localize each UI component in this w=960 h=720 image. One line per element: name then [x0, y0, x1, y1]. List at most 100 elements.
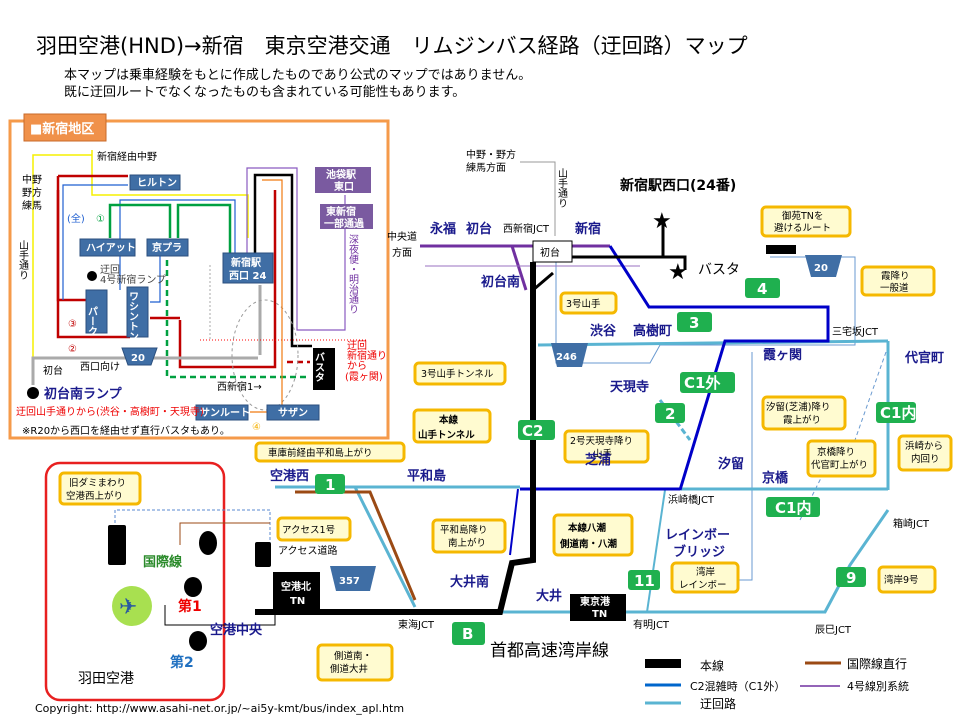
legend-main-swatch — [645, 659, 681, 668]
map-no2-1-label: 山手 — [593, 448, 613, 460]
basuta-star-icon: ★ — [668, 260, 688, 285]
map-chuo-1-label: 方面 — [392, 246, 412, 259]
map-shinjuku-label: 新宿 — [575, 221, 601, 237]
map-nakano-dir-1-label: 練馬方面 — [466, 161, 506, 174]
map-kasumigaseki-label: 霞ヶ関 — [763, 348, 802, 363]
map-main-tunnel-1-label: 山手トンネル — [418, 429, 475, 441]
shinjuku-west-exit-stop[interactable]: 新宿駅西口 24 — [222, 252, 274, 284]
route-lines — [255, 161, 890, 705]
inset-detour-shinjuku-2-label: から — [347, 360, 367, 372]
sunroute-stop[interactable]: サンルート — [195, 404, 250, 421]
map-wangan-rainbow-0-label: 湾岸 — [696, 566, 716, 578]
inset-nakano-2-label: 練馬 — [22, 199, 42, 212]
inset-southern-label: サザン — [278, 407, 308, 419]
inset-nishishinjuku1-label: 西新宿1→ — [217, 380, 262, 393]
map-access1-label: アクセス1号 — [282, 525, 335, 536]
map-wangan9-label: 湾岸9号 — [884, 574, 919, 586]
inset-sunroute-label: サンルート — [200, 407, 250, 419]
map-tengenji-label: 天現寺 — [610, 379, 649, 395]
inset-detour-shinjuku-0-label: 迂回 — [347, 340, 367, 352]
page-title: 羽田空港(HND)→新宿 東京空港交通 リムジンバス経路（迂回路）マップ — [36, 34, 748, 58]
map-r20-label: 20 — [814, 263, 828, 274]
inset-basuta-label: バスタ — [313, 352, 325, 382]
map-kyobashi-cb-0-label: 京橋降り — [817, 446, 855, 458]
map-rainbow-0-label: レインボー — [665, 527, 730, 543]
inset-keipla-label: 京プラ — [152, 241, 182, 254]
inset-detour-ramp-1-label: 4号新宿ランプ — [100, 273, 166, 286]
map-kasumi-down-1-label: 一般道 — [880, 282, 909, 294]
map-hamazakibashi-label: 浜崎橋JCT — [668, 493, 715, 506]
inset-hilton-label: ヒルトン — [137, 177, 177, 189]
map-kuko-nishi-label: 空港西 — [270, 468, 309, 484]
map-access-road-label: アクセス道路 — [278, 544, 338, 557]
hyatt-stop[interactable]: ハイアット — [79, 238, 136, 257]
inset-n1-label: ① — [96, 214, 105, 225]
map-ariake-label: 有明JCT — [633, 618, 670, 631]
inset-washington-label: ワシントン — [127, 291, 139, 341]
inset-detour-ramp-0-label: 迂回 — [100, 264, 120, 276]
haneda-airport-area: ✈ — [44, 461, 276, 702]
route-20-shield: 20 — [121, 347, 158, 366]
map-kuko-kita-0-label: 空港北 — [281, 580, 311, 593]
map-eifuku-label: 永福 — [429, 221, 456, 237]
inset-detour-shinjuku-1-label: 新宿通り — [347, 349, 387, 362]
tunnel-marker — [766, 245, 796, 254]
map-sokudo-1-label: 側道大井 — [330, 663, 368, 675]
inset-ikebukuro-0-label: 池袋駅 — [326, 168, 357, 181]
hatsudai-box: 初台 — [532, 240, 573, 263]
southern-stop[interactable]: サザン — [266, 404, 320, 421]
map-haneda-label: 羽田空港 — [78, 671, 134, 687]
inset-zen-label: (全) — [67, 212, 85, 225]
map-kuko-kita-1-label: TN — [290, 596, 305, 607]
map-yamate-label: 山手通り — [556, 168, 568, 208]
legend: 本線 C2混雑時（C1外） 迂回路 国際線直行 4号線別系統 — [690, 656, 909, 711]
map-hatsudai-minami-label: 初台南 — [481, 274, 520, 290]
wangan-line-label: 首都高速湾岸線 — [490, 641, 609, 661]
legend-r4: 4号線別系統 — [847, 679, 909, 693]
disclaimer-line-2: 既に迂回ルートでなくなったものも含まれている可能性もあります。 — [64, 85, 466, 100]
badges-b9-label: 9 — [846, 569, 856, 587]
legend-detour: 迂回路 — [700, 696, 736, 711]
map-kasumi-down-0-label: 霞降り — [881, 270, 910, 282]
route-246-shield: 246 — [551, 343, 588, 367]
park-stop[interactable]: パーク — [85, 289, 108, 336]
map-r246-label: 246 — [556, 352, 577, 363]
keio-plaza-stop[interactable]: 京プラ — [146, 238, 189, 257]
svg-text:✈: ✈ — [119, 595, 137, 620]
map-oi-minami-label: 大井南 — [450, 574, 489, 590]
inset-park-label: パーク — [86, 306, 98, 336]
inset-higashi-0-label: 東新宿 — [326, 205, 356, 218]
map-tokyoko-0-label: 東京港 — [580, 595, 611, 608]
map-basuta-label: バスタ — [698, 262, 740, 278]
map-shibuya-label: 渋谷 — [590, 323, 617, 339]
inset-n2-label: ② — [68, 344, 77, 355]
map-tatsumi-label: 辰巳JCT — [815, 624, 852, 636]
map-shiodome-cb-0-label: 汐留(芝浦)降り — [766, 401, 830, 413]
badges-b2-label: 2 — [665, 405, 675, 423]
map-yashio-cb-0-label: 本線八潮 — [568, 522, 607, 534]
map-takagicho-label: 高樹町 — [633, 323, 672, 339]
airplane-icon — [112, 586, 152, 626]
shinjuku-west-star-icon: ★ — [652, 209, 672, 234]
inset-nakano-0-label: 中野 — [22, 173, 42, 186]
hilton-stop[interactable]: ヒルトン — [129, 174, 181, 191]
map-heiwajima-cb-1-label: 南上がり — [448, 537, 486, 549]
map-old-dummy-0-label: 旧ダミまわり — [69, 477, 126, 489]
map-hatsudai-label: 初台 — [466, 221, 492, 237]
inset-hyatt-label: ハイアット — [86, 242, 136, 254]
map-tokyoko-1-label: TN — [592, 609, 607, 620]
map-oi-label: 大井 — [536, 588, 562, 604]
map-daikancho-label: 代官町 — [904, 350, 944, 366]
washington-stop[interactable]: ワシントン — [126, 286, 149, 341]
map-dai2-label: 第2 — [170, 654, 194, 671]
map-r357-label: 357 — [339, 576, 360, 587]
basuta-stop[interactable]: バスタ — [313, 348, 336, 390]
inset-note-label: ※R20から西口を経由せず直行バスタもあり。 — [22, 424, 230, 437]
inset-nakano-1-label: 野方 — [22, 186, 42, 199]
badges-b4-label: 4 — [757, 280, 767, 298]
